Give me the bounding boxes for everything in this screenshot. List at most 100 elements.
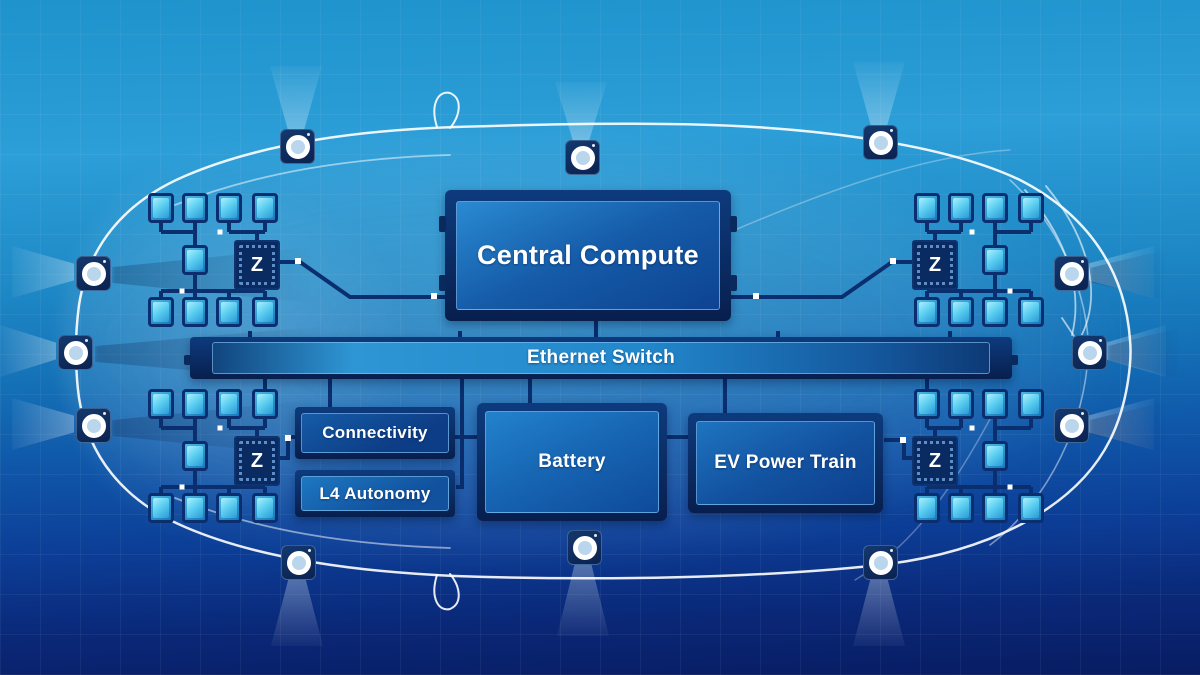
- sensor-chip: [1018, 297, 1044, 327]
- sensor-chip: [948, 193, 974, 223]
- zonal-controller-chip: Z: [234, 240, 280, 290]
- sensor-chip: [982, 493, 1008, 523]
- wire-switch-stubs-top: [248, 331, 952, 338]
- wire-node: [179, 288, 185, 294]
- battery-box: Battery: [477, 403, 667, 521]
- central-compute-label: Central Compute: [476, 240, 700, 270]
- sensor-chip: [148, 193, 174, 223]
- sensor-chip: [182, 297, 208, 327]
- wire-node: [431, 293, 437, 299]
- zonal-controller-label: Z: [928, 254, 942, 276]
- sensor-chip: [1018, 389, 1044, 419]
- sensor-cluster-front-right: Z: [912, 193, 1062, 333]
- camera-sensor-icon: [567, 530, 602, 565]
- connectivity-box: Connectivity: [295, 407, 455, 459]
- sensor-chip: [182, 493, 208, 523]
- wire-node: [890, 258, 896, 264]
- sensor-chip: [252, 493, 278, 523]
- central-compute-box: Central Compute: [439, 190, 737, 321]
- sensor-chip: [982, 389, 1008, 419]
- zonal-controller-chip: Z: [912, 436, 958, 486]
- camera-sensor-icon: [1054, 408, 1089, 443]
- sensor-chip: [914, 389, 940, 419]
- sensor-chip: [1018, 493, 1044, 523]
- cluster-wiring: [925, 419, 1033, 493]
- sensor-cluster-rear-right: Z: [912, 389, 1062, 529]
- sensor-chip: [1018, 193, 1044, 223]
- connectivity-label: Connectivity: [322, 423, 428, 442]
- battery-label: Battery: [538, 451, 606, 472]
- wire-zone-fl-to-compute: [280, 260, 446, 299]
- sensor-chip: [914, 297, 940, 327]
- camera-sensor-icon: [863, 125, 898, 160]
- sensor-chip: [914, 493, 940, 523]
- sensor-chip: [948, 493, 974, 523]
- l4-autonomy-box: L4 Autonomy: [295, 470, 455, 517]
- zonal-controller-label: Z: [250, 450, 264, 472]
- wire-node: [1007, 484, 1013, 490]
- wire-zone-rr-to-evpowertrain: [884, 438, 912, 460]
- sensor-chip: [948, 297, 974, 327]
- wire-node: [1007, 288, 1013, 294]
- l4-autonomy-label: L4 Autonomy: [319, 483, 431, 503]
- cluster-wiring: [159, 419, 267, 493]
- sensor-chip: [216, 389, 242, 419]
- wire-zone-fr-to-compute: [731, 260, 912, 299]
- cluster-wiring: [159, 223, 267, 297]
- ev-power-train-label: EV Power Train: [714, 452, 857, 473]
- frame-notch: [730, 275, 737, 291]
- camera-sensor-icon: [281, 545, 316, 580]
- sensor-chip: [148, 389, 174, 419]
- sensor-chip: [216, 493, 242, 523]
- frame-notch: [439, 216, 446, 232]
- sensor-chip: [182, 441, 208, 471]
- wire-node: [285, 435, 291, 441]
- frame-notch: [439, 275, 446, 291]
- wire-node: [217, 229, 223, 235]
- camera-sensor-icon: [76, 256, 111, 291]
- sensor-chip: [252, 193, 278, 223]
- frame-notch: [1011, 355, 1018, 365]
- sensor-cluster-rear-left: Z: [146, 389, 296, 529]
- sensor-chip: [252, 389, 278, 419]
- sensor-chip: [982, 297, 1008, 327]
- ethernet-switch-bar: Ethernet Switch: [184, 337, 1018, 379]
- zonal-controller-label: Z: [928, 450, 942, 472]
- frame-notch: [184, 355, 191, 365]
- sensor-chip: [982, 193, 1008, 223]
- wire-zone-rl-to-connectivity: [280, 435, 296, 460]
- sensor-chip: [148, 297, 174, 327]
- sensor-chip: [948, 389, 974, 419]
- hood-line-top: [174, 154, 451, 206]
- zonal-controller-chip: Z: [912, 240, 958, 290]
- wire-node: [969, 425, 975, 431]
- camera-sensor-icon: [1054, 256, 1089, 291]
- camera-sensor-icon: [565, 140, 600, 175]
- wire-node: [295, 258, 301, 264]
- side-mirror-top: [433, 91, 460, 129]
- camera-sensor-icon: [58, 335, 93, 370]
- sensor-chip: [216, 193, 242, 223]
- wire-node: [753, 293, 759, 299]
- ev-power-train-box: EV Power Train: [688, 413, 883, 513]
- camera-sensor-icon: [1072, 335, 1107, 370]
- wire-node: [900, 437, 906, 443]
- sensor-chip: [182, 193, 208, 223]
- ethernet-switch-label: Ethernet Switch: [526, 347, 676, 368]
- side-mirror-bottom: [433, 573, 460, 611]
- camera-sensor-icon: [280, 129, 315, 164]
- wire-switch-to-modules: [263, 378, 929, 489]
- camera-sensor-icon: [863, 545, 898, 580]
- frame-notch: [730, 216, 737, 232]
- wire-node: [179, 484, 185, 490]
- cluster-wiring: [925, 223, 1033, 297]
- zonal-controller-label: Z: [250, 254, 264, 276]
- sensor-chip: [914, 193, 940, 223]
- sensor-cluster-front-left: Z: [146, 193, 296, 333]
- camera-sensor-icon: [76, 408, 111, 443]
- sensor-chip: [982, 441, 1008, 471]
- body-swoosh: [734, 149, 1011, 231]
- zonal-controller-chip: Z: [234, 436, 280, 486]
